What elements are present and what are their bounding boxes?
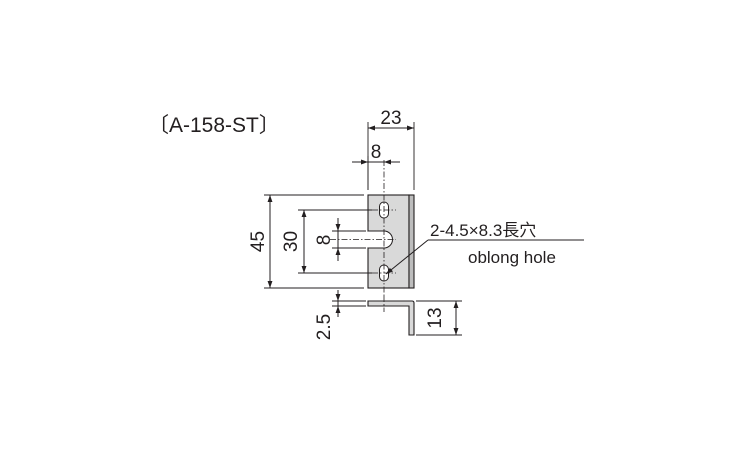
hole-note-english: oblong hole <box>468 248 556 267</box>
dim-label-hole-offset: 8 <box>371 142 382 163</box>
dimension-hole-pitch: 30 <box>281 209 372 274</box>
dimension-hole-offset: 8 <box>352 142 400 190</box>
dim-label-thickness: 2.5 <box>314 314 335 340</box>
hole-note: 2-4.5×8.3長穴 oblong hole <box>385 221 584 275</box>
leader-line <box>385 239 429 275</box>
dimension-thickness: 2.5 <box>314 290 366 340</box>
bracket-profile <box>367 300 415 336</box>
dim-label-slot-width: 8 <box>314 235 335 246</box>
dimension-overall-height: 45 <box>248 194 364 289</box>
hole-note-spec: 2-4.5×8.3長穴 <box>430 221 536 240</box>
front-view <box>330 160 415 297</box>
dim-label-hole-pitch: 30 <box>281 231 302 252</box>
dimension-leg-height: 13 <box>416 300 462 336</box>
dim-label-overall-width: 23 <box>380 108 401 129</box>
dim-label-leg-height: 13 <box>425 307 446 328</box>
dimension-slot-width: 8 <box>314 218 366 261</box>
side-view <box>367 296 415 336</box>
plate-bend-edge <box>408 194 415 289</box>
part-title: 〔A-158-ST〕 <box>148 114 280 137</box>
dim-label-overall-height: 45 <box>248 231 269 252</box>
